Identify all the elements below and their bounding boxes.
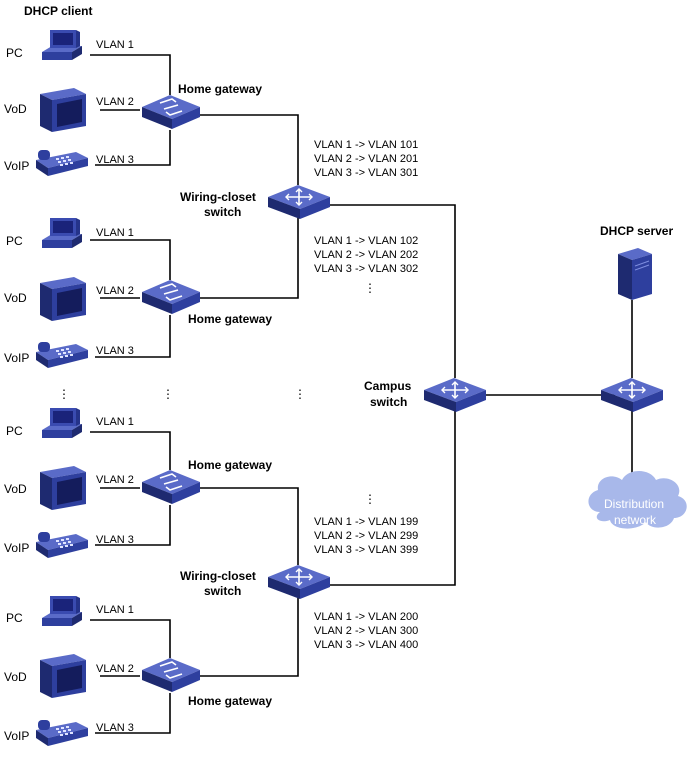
vod-monitor-icon: [40, 654, 86, 698]
device-label-pc: PC: [6, 611, 23, 625]
ellipsis: ⋮: [162, 387, 174, 401]
home-gateway-icon: [141, 279, 201, 315]
device-label-voip: VoIP: [4, 159, 29, 173]
home-gateway-icon: [141, 469, 201, 505]
device-label-pc: PC: [6, 46, 23, 60]
vlan-mapping: VLAN 1 -> VLAN 102: [314, 235, 418, 247]
vlan-mapping-group-1: VLAN 1 -> VLAN 101 VLAN 2 -> VLAN 201 VL…: [314, 139, 418, 179]
vlan-mapping: VLAN 3 -> VLAN 400: [314, 639, 418, 651]
home-gateway-icon: [141, 94, 201, 130]
vlan-mapping-group-3: ⋮ VLAN 1 -> VLAN 199 VLAN 2 -> VLAN 299 …: [314, 492, 418, 556]
wiring-closet-label: switch: [204, 584, 241, 598]
vlan-mapping: VLAN 2 -> VLAN 201: [314, 153, 418, 165]
ellipsis: ⋮: [364, 492, 376, 506]
ellipsis: ⋮: [294, 387, 306, 401]
vlan-mapping: VLAN 2 -> VLAN 299: [314, 530, 418, 542]
vlan-mapping-group-4: VLAN 1 -> VLAN 200 VLAN 2 -> VLAN 300 VL…: [314, 611, 418, 651]
vlan-mapping-group-2: VLAN 1 -> VLAN 102 VLAN 2 -> VLAN 202 VL…: [314, 235, 418, 295]
vlan-mapping: VLAN 3 -> VLAN 301: [314, 167, 418, 179]
client-group-4: PC VLAN 1 VoD VLAN 2 VoIP VLAN 3 Home ga…: [4, 596, 272, 746]
ip-phone-icon: [36, 720, 88, 746]
vlan-label: VLAN 2: [96, 285, 134, 297]
device-label-vod: VoD: [4, 482, 27, 496]
pc-icon: [42, 30, 82, 60]
campus-switch-label: switch: [370, 395, 407, 409]
vlan-label: VLAN 3: [96, 722, 134, 734]
dhcp-server-icon: [617, 247, 653, 301]
distribution-network-label: network: [614, 513, 657, 527]
vlan-label: VLAN 1: [96, 604, 134, 616]
home-gateway-label: Home gateway: [188, 694, 272, 708]
client-group-1: PC VLAN 1 VoD VLAN 2 VoIP VLAN 3 Home ga…: [4, 30, 262, 176]
connection-lines: [90, 54, 633, 734]
vlan-label: VLAN 3: [96, 345, 134, 357]
vlan-mapping: VLAN 1 -> VLAN 199: [314, 516, 418, 528]
home-gateway-icon: [141, 657, 201, 693]
vlan-label: VLAN 3: [96, 534, 134, 546]
wiring-closet-label: switch: [204, 205, 241, 219]
dhcp-server-title: DHCP server: [600, 224, 673, 238]
vlan-mapping: VLAN 3 -> VLAN 302: [314, 263, 418, 275]
vlan-label: VLAN 1: [96, 416, 134, 428]
ip-phone-icon: [36, 150, 88, 176]
vlan-label: VLAN 2: [96, 96, 134, 108]
campus-switch-label: Campus: [364, 379, 412, 393]
ip-phone-icon: [36, 342, 88, 368]
ellipsis: ⋮: [364, 281, 376, 295]
vlan-label: VLAN 1: [96, 227, 134, 239]
wiring-closet-label: Wiring-closet: [180, 569, 256, 583]
distribution-network-cloud: Distribution network: [588, 471, 687, 529]
home-gateway-label: Home gateway: [188, 458, 272, 472]
core-switch-icon: [600, 377, 664, 413]
client-group-2: PC VLAN 1 VoD VLAN 2 VoIP VLAN 3 Home ga…: [4, 218, 272, 368]
vlan-label: VLAN 1: [96, 39, 134, 51]
vlan-mapping: VLAN 3 -> VLAN 399: [314, 544, 418, 556]
vlan-mapping: VLAN 1 -> VLAN 200: [314, 611, 418, 623]
vod-monitor-icon: [40, 88, 86, 132]
pc-icon: [42, 596, 82, 626]
vlan-mapping: VLAN 2 -> VLAN 202: [314, 249, 418, 261]
ellipsis: ⋮: [58, 387, 70, 401]
device-label-pc: PC: [6, 234, 23, 248]
home-gateway-label: Home gateway: [188, 312, 272, 326]
vlan-label: VLAN 2: [96, 663, 134, 675]
pc-icon: [42, 408, 82, 438]
dhcp-client-title: DHCP client: [24, 4, 92, 18]
pc-icon: [42, 218, 82, 248]
vlan-mapping: VLAN 2 -> VLAN 300: [314, 625, 418, 637]
device-label-vod: VoD: [4, 670, 27, 684]
vod-monitor-icon: [40, 277, 86, 321]
home-gateway-label: Home gateway: [178, 82, 262, 96]
device-label-voip: VoIP: [4, 351, 29, 365]
client-group-3: PC VLAN 1 VoD VLAN 2 VoIP VLAN 3 Home ga…: [4, 408, 272, 558]
distribution-network-label: Distribution: [604, 497, 664, 511]
wiring-closet-label: Wiring-closet: [180, 190, 256, 204]
vod-monitor-icon: [40, 466, 86, 510]
device-label-pc: PC: [6, 424, 23, 438]
vlan-label: VLAN 3: [96, 154, 134, 166]
device-label-voip: VoIP: [4, 541, 29, 555]
vlan-mapping: VLAN 1 -> VLAN 101: [314, 139, 418, 151]
wiring-closet-switch-icon: [267, 564, 331, 600]
device-label-vod: VoD: [4, 102, 27, 116]
device-label-voip: VoIP: [4, 729, 29, 743]
vlan-label: VLAN 2: [96, 474, 134, 486]
wiring-closet-switch-icon: [267, 184, 331, 220]
device-label-vod: VoD: [4, 291, 27, 305]
ip-phone-icon: [36, 532, 88, 558]
campus-switch-icon: [423, 377, 487, 413]
